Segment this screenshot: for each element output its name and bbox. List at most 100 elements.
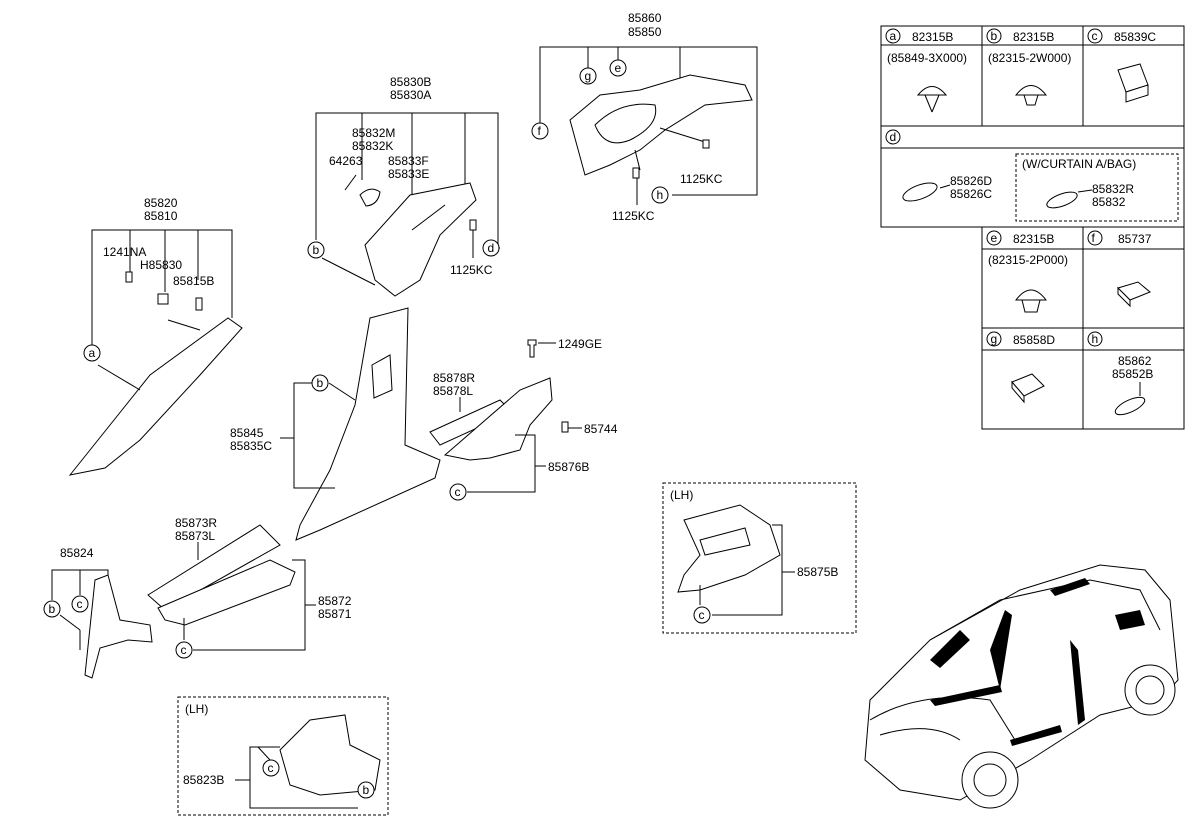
label-85872: 85872 <box>318 594 352 608</box>
label-85873L: 85873L <box>175 529 215 543</box>
svg-text:h: h <box>1092 332 1099 346</box>
callout-f: f <box>531 122 549 140</box>
kick-panel <box>84 574 153 679</box>
car-rear-wheel <box>1124 664 1176 716</box>
lh-box-85875B: (LH) 85875B <box>662 482 857 634</box>
label-85832K: 85832K <box>352 139 393 153</box>
legend-h-part2: 85852B <box>1112 367 1153 381</box>
legend-cell-c: c 85839C <box>1087 28 1156 103</box>
label-85835C: 85835C <box>230 439 272 453</box>
label-85820: 85820 <box>144 196 178 210</box>
callout-c-lh1: c <box>693 606 711 624</box>
label-85823B: 85823B <box>183 773 224 787</box>
legend-h-part1: 85862 <box>1118 354 1152 368</box>
legend-table: a 82315B (85849-3X000) b 82315B (82315-2… <box>880 25 1185 430</box>
svg-text:c: c <box>268 761 274 775</box>
legend-d-part2: 85826C <box>950 187 992 201</box>
svg-text:b: b <box>313 243 320 257</box>
label-85878R: 85878R <box>433 371 475 385</box>
svg-text:f: f <box>538 124 542 138</box>
svg-text:e: e <box>991 231 998 245</box>
svg-text:c: c <box>77 597 83 611</box>
svg-text:g: g <box>991 332 998 346</box>
label-85830B: 85830B <box>390 75 431 89</box>
callout-c-rear: c <box>449 483 467 501</box>
a-pillar-group: 85820 85810 1241NA H85830 85815B <box>68 196 243 476</box>
lh-rear-trim <box>677 504 781 593</box>
label-85850: 85850 <box>628 25 662 39</box>
b-pillar-upper-group: 85830B 85830A 85832M 85832K 64263 85833F… <box>315 75 500 297</box>
label-85860: 85860 <box>628 11 662 25</box>
lh-box-85823B: (LH) 85823B <box>177 696 389 816</box>
label-85875B: 85875B <box>797 565 838 579</box>
callout-e: e <box>609 59 627 77</box>
svg-text:g: g <box>585 69 592 83</box>
label-85871: 85871 <box>318 607 352 621</box>
label-85876B: 85876B <box>548 460 589 474</box>
label-85815B: 85815B <box>173 274 214 288</box>
legend-f-part: 85737 <box>1118 232 1152 246</box>
svg-text:d: d <box>488 241 495 255</box>
legend-e-sub: (82315-2P000) <box>988 253 1068 267</box>
lh-label-2: (LH) <box>185 702 208 716</box>
callout-g: g <box>579 67 597 85</box>
rear-pillar-trim <box>569 74 753 176</box>
legend-cell-h: h 85862 85852B <box>1087 331 1153 416</box>
label-64263: 64263 <box>329 154 363 168</box>
label-85744: 85744 <box>584 422 618 436</box>
front-sill-trim <box>157 559 296 626</box>
label-85833F: 85833F <box>388 154 429 168</box>
svg-text:b: b <box>317 376 324 390</box>
legend-b-sub: (82315-2W000) <box>988 51 1071 65</box>
callout-b-top: b <box>307 241 325 259</box>
legend-c-part: 85839C <box>1114 30 1156 44</box>
callout-d: d <box>482 239 500 257</box>
b-pillar-lower-trim <box>295 307 441 541</box>
rear-sill-trim <box>443 377 553 461</box>
legend-a-part: 82315B <box>912 30 953 44</box>
legend-b-part: 82315B <box>1013 30 1054 44</box>
a-pillar-trim <box>68 317 243 476</box>
svg-text:c: c <box>699 608 705 622</box>
callouts: g e f h b d a b c b c c c c b <box>43 59 711 799</box>
kick-panel-group: 85824 <box>51 546 153 679</box>
label-1125KC-mid: 1125KC <box>612 209 655 223</box>
legend-d-curtain1: 85832R <box>1092 182 1134 196</box>
legend-cell-a: a 82315B (85849-3X000) <box>885 28 967 113</box>
svg-text:f: f <box>1092 231 1096 245</box>
legend-d-curtain-label: (W/CURTAIN A/BAG) <box>1022 157 1136 171</box>
legend-e-part: 82315B <box>1013 232 1054 246</box>
svg-text:b: b <box>991 29 998 43</box>
legend-cell-e: e 82315B (82315-2P000) <box>986 230 1068 313</box>
svg-text:h: h <box>657 188 664 202</box>
svg-text:c: c <box>1092 29 1098 43</box>
legend-cell-d: d 85826D 85826C (W/CURTAIN A/BAG) 85832R… <box>885 129 1179 222</box>
callout-c-front: c <box>175 641 193 659</box>
svg-text:b: b <box>363 783 370 797</box>
callout-b-lh2: b <box>357 781 375 799</box>
callout-c-left: c <box>71 595 89 613</box>
label-85824: 85824 <box>60 546 94 560</box>
lh-kick-panel <box>279 714 381 796</box>
legend-cell-g: g 85858D <box>986 331 1055 404</box>
label-85830A: 85830A <box>390 88 431 102</box>
callout-b-mid: b <box>311 374 329 392</box>
legend-d-part1: 85826D <box>950 174 992 188</box>
callout-c-lh2: c <box>262 759 280 777</box>
label-85845: 85845 <box>230 426 264 440</box>
label-1125KC-b: 1125KC <box>450 263 493 277</box>
svg-text:d: d <box>890 130 897 144</box>
front-scuff-group: 85873R 85873L 85872 85871 <box>147 516 352 651</box>
svg-text:c: c <box>455 485 461 499</box>
svg-text:e: e <box>615 61 622 75</box>
b-pillar-lower-group: 85845 85835C <box>230 307 441 541</box>
svg-text:a: a <box>890 29 897 43</box>
label-85810: 85810 <box>144 209 178 223</box>
svg-text:a: a <box>89 346 96 360</box>
label-85878L: 85878L <box>433 384 473 398</box>
callout-a: a <box>83 344 101 362</box>
label-85832M: 85832M <box>352 126 395 140</box>
label-1125KC-top: 1125KC <box>680 172 723 186</box>
